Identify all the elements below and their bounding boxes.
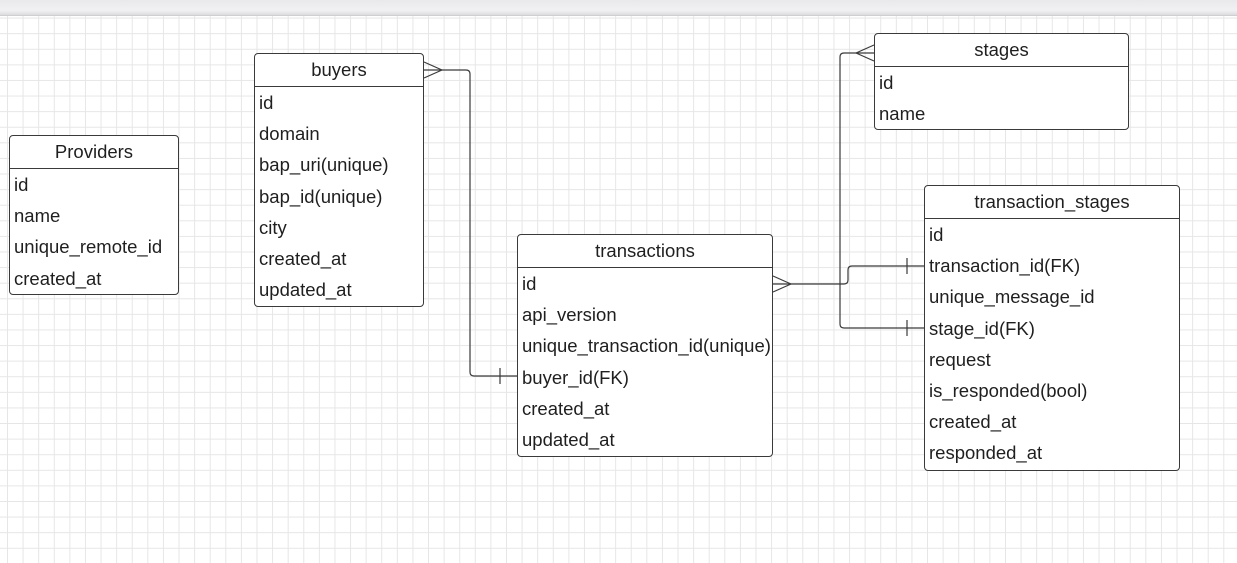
- crows-foot-many-icon: [855, 44, 875, 62]
- connector-line: [773, 265, 925, 285]
- field-name[interactable]: name: [14, 205, 61, 227]
- field-id[interactable]: id: [259, 92, 274, 113]
- field-city[interactable]: city: [259, 216, 287, 238]
- field-api-version[interactable]: api_version: [522, 304, 617, 326]
- entity-transaction-stages-title: transaction_stages: [925, 186, 1179, 219]
- field-created-at[interactable]: created_at: [929, 411, 1017, 433]
- field-unique-transaction-id[interactable]: unique_transaction_id(unique): [522, 335, 771, 357]
- entity-transactions-title: transactions: [518, 235, 772, 268]
- field-name[interactable]: name: [879, 103, 926, 125]
- field-updated-at[interactable]: updated_at: [259, 279, 352, 301]
- field-buyer-id[interactable]: buyer_id(FK): [522, 366, 629, 388]
- entity-buyers-title: buyers: [255, 54, 423, 87]
- field-is-responded[interactable]: is_responded(bool): [929, 379, 1088, 401]
- field-id[interactable]: id: [879, 72, 894, 93]
- entity-transactions-fields: id api_version unique_transaction_id(uni…: [518, 268, 772, 455]
- crows-foot-many-icon: [423, 61, 443, 79]
- field-id[interactable]: id: [929, 224, 944, 245]
- entity-stages-title: stages: [875, 34, 1128, 67]
- field-domain[interactable]: domain: [259, 123, 320, 145]
- field-id[interactable]: id: [14, 174, 29, 195]
- field-updated-at[interactable]: updated_at: [522, 428, 615, 450]
- top-toolbar-strip: [0, 0, 1237, 16]
- field-created-at[interactable]: created_at: [259, 247, 347, 269]
- entity-providers-fields: id name unique_remote_id created_at: [10, 169, 178, 294]
- field-bap-uri[interactable]: bap_uri(unique): [259, 154, 389, 176]
- field-id[interactable]: id: [522, 273, 537, 294]
- field-stage-id[interactable]: stage_id(FK): [929, 317, 1035, 339]
- connector-line: [424, 69, 518, 377]
- entity-stages-fields: id name: [875, 67, 1128, 129]
- field-unique-remote-id[interactable]: unique_remote_id: [14, 236, 163, 258]
- crows-foot-many-icon: [772, 275, 792, 293]
- entity-providers[interactable]: Providers id name unique_remote_id creat…: [9, 135, 179, 295]
- field-transaction-id[interactable]: transaction_id(FK): [929, 255, 1081, 277]
- entity-providers-title: Providers: [10, 136, 178, 169]
- field-unique-message-id[interactable]: unique_message_id: [929, 286, 1095, 308]
- relationship-transactions-transaction-stages[interactable]: [772, 258, 925, 293]
- entity-transaction-stages-fields: id transaction_id(FK) unique_message_id …: [925, 219, 1179, 469]
- entity-transaction-stages[interactable]: transaction_stages id transaction_id(FK)…: [924, 185, 1180, 471]
- relationship-buyers-transactions[interactable]: [423, 61, 518, 384]
- entity-stages[interactable]: stages id name: [874, 33, 1129, 130]
- connector-line: [839, 52, 925, 329]
- field-created-at[interactable]: created_at: [14, 267, 102, 289]
- field-bap-id[interactable]: bap_id(unique): [259, 185, 383, 207]
- entity-transactions[interactable]: transactions id api_version unique_trans…: [517, 234, 773, 457]
- relationship-stages-transaction-stages[interactable]: [839, 44, 925, 336]
- field-created-at[interactable]: created_at: [522, 397, 610, 419]
- entity-buyers-fields: id domain bap_uri(unique) bap_id(unique)…: [255, 87, 423, 305]
- field-responded-at[interactable]: responded_at: [929, 442, 1043, 464]
- entity-buyers[interactable]: buyers id domain bap_uri(unique) bap_id(…: [254, 53, 424, 307]
- field-request[interactable]: request: [929, 348, 991, 370]
